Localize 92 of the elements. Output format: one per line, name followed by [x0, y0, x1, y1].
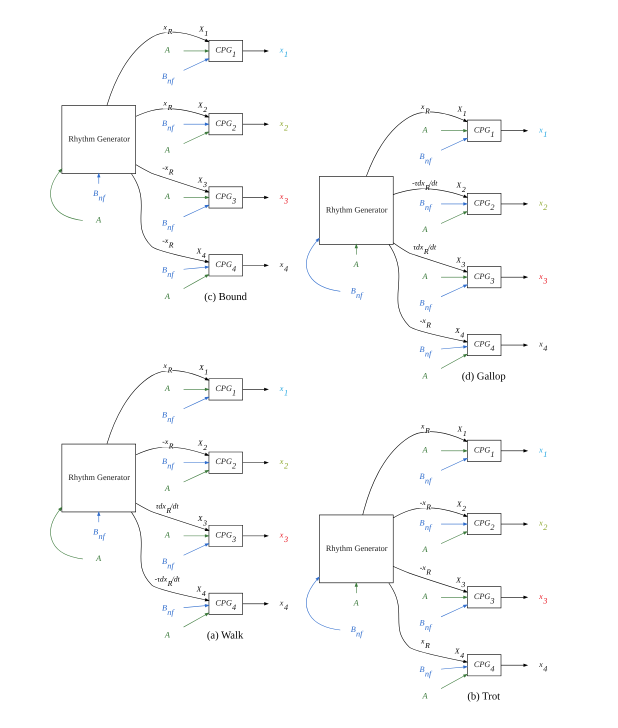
arrow	[440, 458, 468, 471]
arrow	[182, 266, 210, 270]
arrow	[440, 129, 468, 132]
arrow	[182, 396, 210, 410]
arrow	[392, 508, 468, 518]
arrow	[500, 276, 528, 279]
node-text: A	[164, 530, 170, 540]
node-text: A	[422, 692, 427, 701]
arrow	[182, 49, 210, 53]
arrow	[242, 388, 268, 392]
node-text: A	[164, 292, 170, 301]
arrow	[500, 343, 528, 347]
arrow	[440, 596, 468, 599]
arrow	[182, 196, 210, 200]
arrow	[440, 276, 468, 279]
arrow	[440, 202, 468, 206]
arrow	[500, 202, 528, 206]
arrow	[182, 534, 210, 538]
node-text: A	[164, 145, 170, 154]
arrow	[106, 32, 210, 106]
arrow	[440, 522, 468, 526]
node-text: A	[422, 225, 427, 234]
arrow	[500, 129, 528, 132]
node-text: A	[422, 372, 427, 381]
arrow	[130, 173, 210, 263]
arrow	[306, 238, 340, 292]
node-text: A	[164, 46, 170, 55]
arrow	[182, 388, 210, 392]
node-text: A	[164, 192, 170, 202]
arrow	[440, 211, 468, 224]
node-box: Rhythm Generator	[61, 444, 136, 512]
arrow	[242, 49, 268, 53]
arrow	[500, 664, 528, 667]
arrow	[440, 665, 468, 670]
arrow	[366, 112, 468, 177]
arrow	[392, 566, 468, 593]
node-text: A	[164, 484, 170, 493]
arrow	[182, 274, 210, 289]
arrow	[440, 138, 468, 151]
node-text: A	[422, 125, 427, 134]
arrow	[362, 431, 468, 516]
arrow	[242, 602, 268, 606]
node-box: Rhythm Generator	[318, 514, 393, 584]
node-text: A	[96, 216, 101, 225]
node-text: A	[422, 592, 427, 601]
arrow	[440, 674, 468, 689]
arrow	[50, 168, 83, 221]
arrow	[440, 449, 468, 452]
label: (c) Bound	[204, 292, 247, 303]
arrow	[306, 576, 340, 630]
arrow	[440, 345, 468, 350]
arrow	[242, 534, 268, 538]
arrow	[135, 108, 210, 118]
node-box: Rhythm Generator	[318, 176, 393, 245]
node-text: A	[96, 554, 101, 564]
node-text: A	[422, 445, 427, 454]
arrow	[182, 612, 210, 628]
arrow	[440, 531, 468, 544]
arrow	[106, 370, 210, 444]
arrow	[242, 264, 268, 268]
node-text: A	[353, 260, 358, 269]
node-text: A	[353, 598, 358, 608]
arrow	[182, 131, 210, 144]
arrow	[50, 506, 83, 560]
arrow	[182, 460, 210, 464]
arrow	[182, 604, 210, 608]
node-box: Rhythm Generator	[61, 105, 136, 174]
arrow	[135, 446, 210, 456]
label: (d) Gallop	[461, 372, 506, 383]
node-text: A	[164, 384, 170, 393]
arrow	[440, 284, 468, 297]
arrow	[182, 470, 210, 482]
node-text: A	[422, 272, 427, 281]
arrow	[130, 512, 210, 602]
arrow	[388, 582, 468, 663]
arrow	[182, 204, 210, 218]
arrow	[182, 543, 210, 556]
arrow	[500, 522, 528, 526]
label: (b) Trot	[466, 692, 500, 703]
label: (a) Walk	[206, 630, 243, 642]
arrow	[242, 460, 268, 464]
arrow	[182, 122, 210, 126]
arrow	[440, 604, 468, 618]
arrow	[500, 596, 528, 599]
arrow	[392, 188, 468, 198]
arrow	[500, 449, 528, 452]
arrow	[242, 122, 268, 126]
arrow	[440, 354, 468, 369]
node-text: A	[422, 545, 427, 554]
node-text: A	[164, 630, 170, 640]
arrow	[242, 196, 268, 200]
arrow	[182, 58, 210, 71]
